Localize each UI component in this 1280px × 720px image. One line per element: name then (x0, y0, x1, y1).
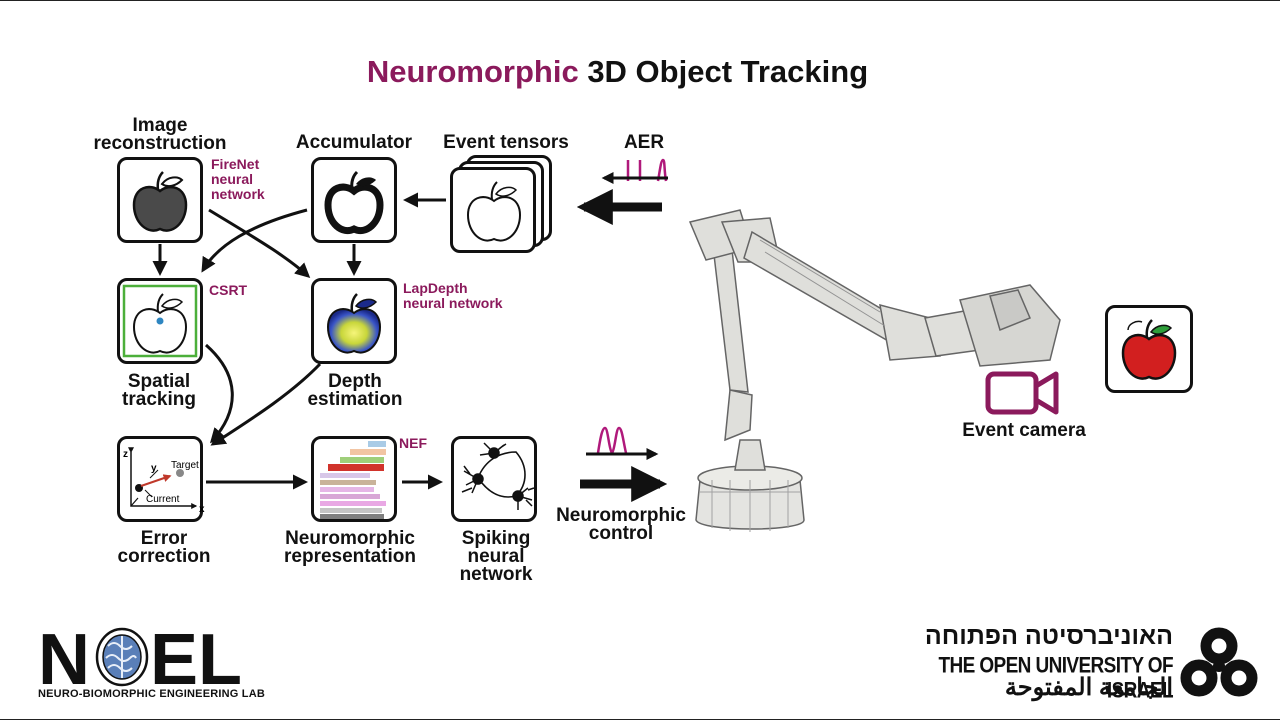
university-name-hebrew: האוניברסיטה הפתוחה (924, 622, 1173, 650)
apple-gray-icon (132, 171, 188, 232)
university-name-english: THE OPEN UNIVERSITY OF ISRAEL (938, 654, 1173, 704)
sublabel-lapdepth: LapDepth neural network (403, 280, 503, 311)
title-accent: Neuromorphic (366, 54, 579, 89)
aer-input (576, 158, 668, 225)
video-camera-icon (985, 371, 1059, 415)
diagram-arrows (152, 192, 446, 490)
robot-arm-illustration (688, 209, 1061, 532)
noel-logo: N EL (38, 620, 252, 700)
label-error-correction: Error correction (117, 528, 211, 567)
label-event-tensors: Event tensors (443, 132, 569, 153)
control-output (580, 426, 668, 502)
plot-z-label: z (123, 449, 128, 460)
sublabel-firenet: FireNet neural network (211, 156, 265, 202)
label-neuromorphic-control: Neuromorphic control (556, 505, 686, 544)
noel-wordmark: N EL (38, 620, 242, 700)
sublabel-csrt: CSRT (209, 282, 248, 298)
label-spatial-tracking: Spatial tracking (122, 371, 196, 410)
label-aer: AER (623, 132, 665, 153)
label-spiking-neural-network: Spiking neural network (459, 528, 533, 585)
label-neuromorphic-representation: Neuromorphic representation (284, 528, 416, 567)
spiking-neurons-icon (461, 442, 535, 510)
slide-title: Neuromorphic 3D Object Tracking (0, 54, 1235, 90)
sublabel-nef: NEF (399, 435, 427, 451)
university-name-arabic: الجامعة المفتوحة (1004, 674, 1173, 701)
plot-x-label: x (199, 504, 205, 515)
label-depth-estimation: Depth estimation (307, 371, 403, 410)
plot-current-label: Current (146, 494, 180, 505)
apple-red-icon (1121, 319, 1177, 380)
plot-y-label: y (151, 463, 157, 474)
label-image-reconstruction: Image reconstruction (93, 115, 227, 154)
noel-letter-n: N (38, 626, 90, 688)
nef-bars-icon (320, 441, 386, 519)
label-accumulator: Accumulator (295, 132, 413, 153)
error-plot (128, 447, 198, 509)
apple-outline-icon (328, 170, 380, 231)
apple-depth-icon (327, 293, 381, 354)
apple-tracking-icon (122, 284, 198, 358)
brain-icon (95, 627, 149, 687)
apple-event-tensor-icon (467, 181, 521, 242)
open-university-emblem-icon (1180, 627, 1258, 697)
title-rest: 3D Object Tracking (578, 54, 869, 89)
noel-letters-el: EL (150, 626, 242, 688)
noel-subtitle: NEURO-BIOMORPHIC ENGINEERING LAB (38, 688, 266, 700)
label-event-camera: Event camera (962, 420, 1086, 441)
plot-target-label: Target (171, 460, 199, 471)
